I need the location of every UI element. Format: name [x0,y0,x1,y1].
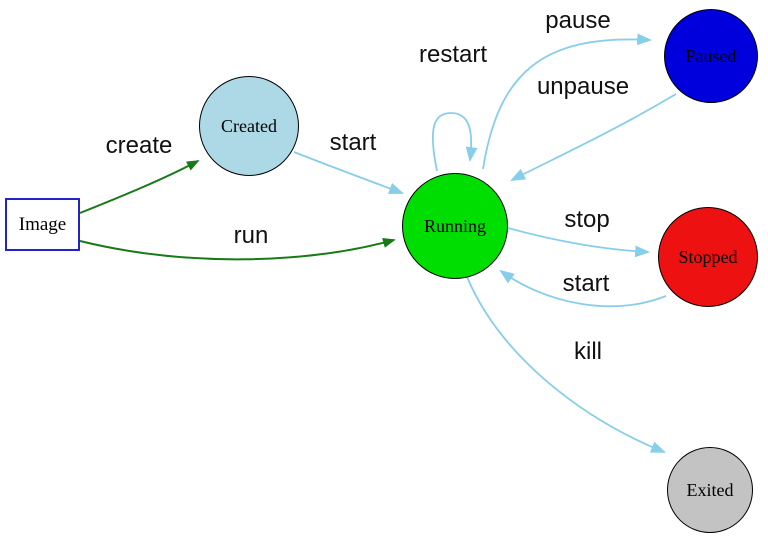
state-node-exited-label: Exited [686,479,734,500]
state-node-running: Running [402,173,508,279]
state-node-stopped-label: Stopped [678,246,738,267]
edge-unpause [510,93,677,181]
edge-label-start-stopped-running: start [562,270,610,297]
edge-label-create: create [105,132,173,159]
edge-label-unpause: unpause [536,73,630,100]
state-node-paused-label: Paused [685,45,737,66]
state-node-created: Created [199,76,299,176]
edge-label-restart: restart [418,41,488,68]
edge-kill [466,276,666,453]
edge-start-stopped-running [499,269,667,307]
edge-label-run: run [233,222,269,249]
edge-label-pause: pause [545,7,611,34]
state-node-created-label: Created [221,115,277,136]
state-node-stopped: Stopped [658,207,758,307]
state-node-image-label: Image [18,213,67,235]
edge-pause [482,33,653,170]
edge-start-created-running [293,151,405,195]
state-node-paused: Paused [664,9,758,103]
edge-label-stop: stop [564,206,610,233]
edge-create [79,160,200,214]
edge-stop [507,227,651,258]
edge-label-kill: kill [574,338,602,365]
state-node-image: Image [5,198,80,251]
edge-label-start-created-running: start [329,129,377,156]
edge-restart-self-loop [431,112,478,172]
state-node-running-label: Running [423,215,486,236]
state-node-exited: Exited [667,447,753,533]
edge-run [79,238,396,261]
